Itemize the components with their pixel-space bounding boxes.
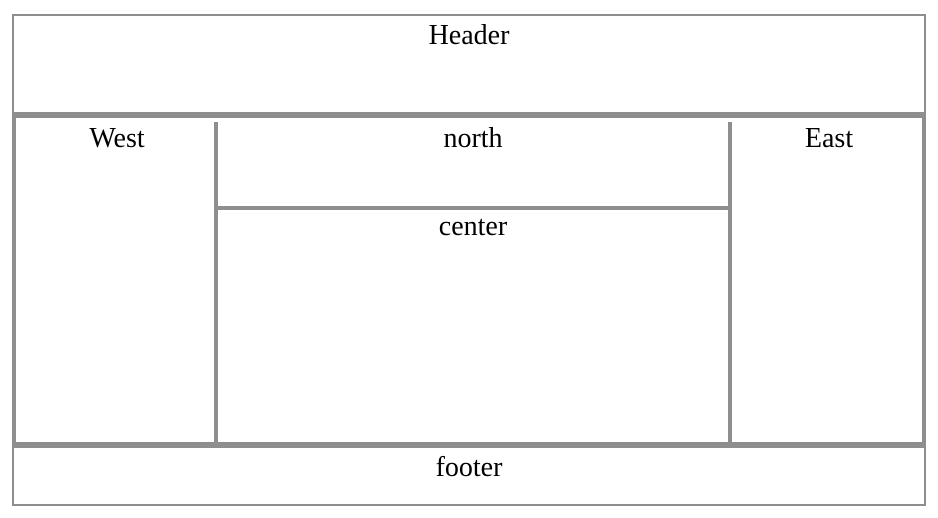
- middle-region: West north center East: [12, 114, 926, 446]
- header-label: Header: [428, 20, 510, 51]
- west-region: West: [20, 122, 218, 446]
- center-region: center: [218, 210, 728, 446]
- east-region: East: [728, 122, 926, 446]
- center-label: center: [438, 211, 508, 242]
- north-label: north: [443, 123, 503, 154]
- footer-label: footer: [435, 452, 503, 483]
- footer-region: footer: [12, 446, 926, 506]
- header-region: Header: [12, 14, 926, 114]
- west-label: West: [89, 123, 145, 154]
- north-region: north: [218, 122, 728, 210]
- east-label: East: [804, 123, 854, 154]
